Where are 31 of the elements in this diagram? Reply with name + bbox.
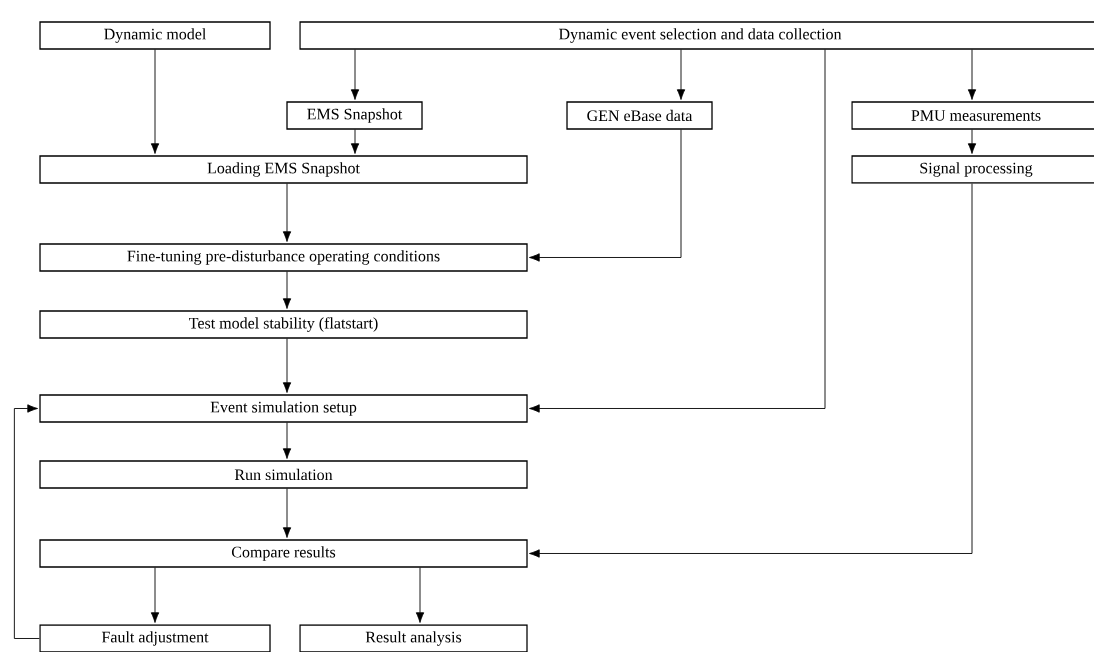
arrow [150, 567, 160, 623]
arrow [350, 129, 360, 154]
process-box: Test model stability (flatstart) [39, 310, 528, 339]
arrow [282, 422, 292, 459]
process-box: Loading EMS Snapshot [39, 155, 528, 184]
process-box: Dynamic model [39, 21, 271, 50]
arrow [150, 49, 160, 154]
arrow [282, 338, 292, 393]
arrow [529, 183, 973, 558]
arrow [350, 49, 360, 100]
process-box: Compare results [39, 539, 528, 568]
process-box: Run simulation [39, 460, 528, 489]
arrow [529, 129, 682, 262]
process-box: Signal processing [851, 155, 1094, 184]
process-box: Fine-tuning pre-disturbance operating conditions [39, 243, 528, 272]
arrow [282, 271, 292, 309]
process-box: Dynamic event selection and data collection [299, 21, 1094, 50]
arrow [676, 49, 686, 100]
process-box: Fault adjustment [39, 624, 271, 652]
arrow [967, 129, 977, 154]
process-box: EMS Snapshot [286, 101, 423, 130]
arrow [529, 49, 826, 413]
arrow [415, 567, 425, 623]
arrow [967, 49, 977, 100]
arrow [13, 404, 40, 639]
arrow [282, 183, 292, 242]
process-box: PMU measurements [851, 101, 1094, 130]
arrow [282, 488, 292, 538]
process-box: GEN eBase data [566, 101, 713, 130]
process-box: Event simulation setup [39, 394, 528, 423]
process-box: Result analysis [299, 624, 528, 652]
